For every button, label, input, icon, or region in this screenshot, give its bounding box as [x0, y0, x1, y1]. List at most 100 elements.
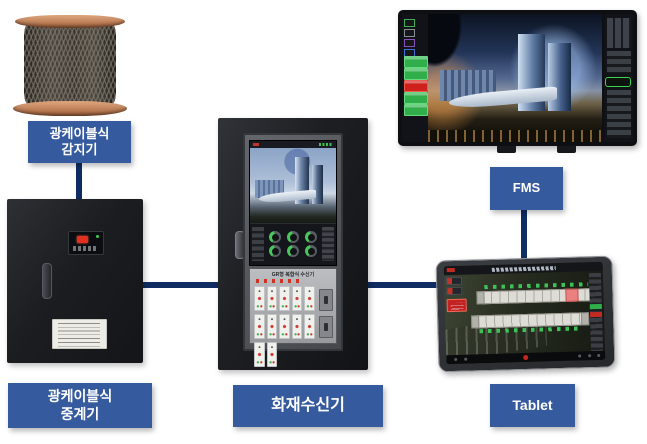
nav-icon: [578, 354, 582, 358]
spool-flange-top: [15, 15, 125, 28]
connector-fms-tablet: [521, 209, 527, 259]
tree-silhouette: [428, 14, 467, 73]
tunnel-end-cap: [471, 315, 480, 329]
receiver-label-text: 화재수신기: [271, 397, 345, 414]
cable-barrel: [24, 21, 116, 107]
tunnel-end-cap: [580, 312, 590, 326]
fms-label: FMS: [490, 167, 563, 210]
repeater-label-line2: 중계기: [60, 405, 100, 422]
nav-icon: [597, 353, 601, 358]
detector-label: 광케이블식 감지기: [28, 121, 131, 163]
tablet-label-text: Tablet: [512, 396, 553, 413]
status-badge-alarm: [404, 80, 428, 92]
monitor-stand-foot: [497, 146, 516, 153]
relay-module: [279, 286, 290, 311]
spool-flange-bottom: [13, 101, 127, 116]
gauge-icon: [269, 231, 281, 243]
receiver-logo-mark: [253, 143, 259, 146]
relay-module: [254, 286, 265, 311]
monitor-keypad: [607, 18, 631, 48]
alarm-alert-badge: [446, 298, 467, 313]
gauge-icon: [287, 245, 299, 257]
monitor-stand-foot: [557, 146, 576, 153]
tablet-green-indicator: [589, 303, 602, 310]
alarm-segment: [565, 288, 579, 302]
fire-receiver-cabinet-photo: GR형 복합식 수신기: [218, 118, 368, 370]
fault-counter-button: [446, 286, 463, 296]
tablet-label: Tablet: [490, 384, 575, 427]
relay-module: [291, 314, 302, 339]
fms-building-image: [428, 14, 602, 142]
gauge-icon: [305, 245, 317, 257]
receiver-inner-bezel: GR형 복합식 수신기: [243, 133, 343, 367]
gauge-icon: [269, 245, 281, 257]
repeater-status-led: [96, 235, 99, 238]
tablet-screen: [443, 261, 606, 365]
tablet-titlebar: [443, 261, 603, 276]
repeater-label-line1: 광케이블식: [47, 388, 113, 404]
optical-cable-spool-photo: [13, 5, 127, 118]
monitor-left-sidebar: [402, 14, 428, 142]
relay-module: [266, 314, 277, 339]
nav-icon: [454, 357, 458, 362]
mode-button: [404, 19, 415, 27]
monitor-function-buttons: [607, 90, 631, 138]
repeater-led-digits: [77, 236, 88, 243]
nav-icon: [588, 354, 592, 358]
receiver-panel-leds: [256, 279, 302, 283]
monitor-function-buttons: [607, 51, 631, 73]
receiver-screen-statusbar: [250, 141, 336, 148]
status-badge-normal: [404, 92, 428, 104]
receiver-module-rows: [254, 286, 318, 367]
repeater-spec-sticker: [52, 319, 107, 349]
relay-module: [279, 314, 290, 339]
monitor-active-button: [605, 77, 631, 87]
building-tower-2: [311, 164, 324, 205]
repeater-label: 광케이블식 중계기: [8, 383, 152, 428]
tunnel-segments: [478, 313, 583, 328]
tunnel-diagram-upper: [476, 287, 599, 305]
nav-icon: [464, 357, 468, 361]
tablet-title-text: [491, 266, 556, 272]
receiver-screen-controls: [250, 223, 336, 265]
detector-label-line2: 감지기: [61, 142, 98, 157]
repeater-display-text: [73, 246, 97, 251]
status-badge-normal: [404, 56, 428, 68]
fms-label-text: FMS: [512, 180, 541, 196]
connector-receiver-tablet: [368, 282, 438, 288]
receiver-label: 화재수신기: [233, 385, 383, 427]
status-badge-normal: [404, 104, 428, 116]
mode-button: [404, 29, 415, 37]
repeater-display: [68, 231, 104, 255]
receiver-building-image: [250, 148, 336, 224]
receiver-control-panel: GR형 복합식 수신기: [249, 268, 337, 367]
panel-key-switch: [319, 289, 333, 311]
receiver-panel-title: GR형 복합식 수신기: [271, 272, 315, 278]
receiver-status-leds: [319, 143, 333, 146]
monitor-mode-buttons: [404, 19, 426, 77]
monitor-right-sidebar: [604, 14, 633, 142]
fms-monitor-photo: [398, 10, 637, 153]
mode-button: [404, 39, 415, 47]
panel-key-switch: [319, 316, 333, 338]
relay-module: [304, 314, 315, 339]
tunnel-end-cap: [476, 291, 485, 305]
receiver-gauges: [267, 226, 319, 262]
repeater-cabinet-photo: [7, 199, 143, 363]
connector-repeater-receiver: [143, 282, 219, 288]
receiver-screen: [249, 140, 337, 266]
relay-module: [291, 286, 302, 311]
relay-module: [254, 342, 265, 367]
repeater-door-handle: [42, 263, 52, 299]
gauge-icon: [305, 231, 317, 243]
app-logo: [446, 267, 455, 273]
detector-label-line1: 광케이블식: [49, 125, 110, 141]
relay-module: [266, 286, 277, 311]
street-lights: [428, 130, 602, 142]
relay-module: [254, 314, 265, 339]
relay-module: [304, 286, 315, 311]
fire-counter-button: [445, 276, 463, 286]
receiver-screen-left-buttons: [252, 227, 264, 261]
home-button-icon: [523, 354, 529, 361]
